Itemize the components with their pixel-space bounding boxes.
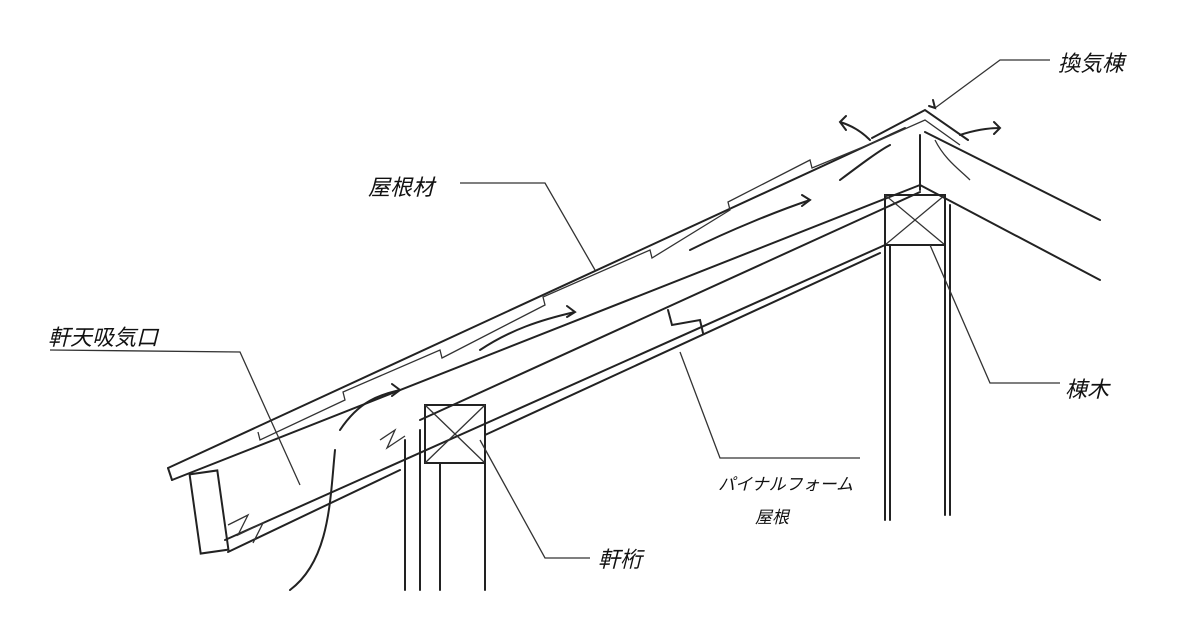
label-ridge-beam: 棟木	[1065, 378, 1110, 403]
ridge-beam	[884, 194, 951, 521]
roofing-plates	[257, 139, 881, 441]
label-insulation-line2: 屋根	[755, 508, 789, 528]
label-roofing: 屋根材	[368, 176, 435, 201]
eave-beam	[404, 404, 486, 591]
label-eave-beam: 軒桁	[598, 548, 643, 573]
leader-lines	[49, 59, 1060, 559]
eave-fascia	[188, 428, 406, 555]
ridge-vent	[871, 108, 969, 146]
label-soffit-intake: 軒天吸気口	[48, 326, 159, 351]
label-insulation-line1: パイナルフォーム	[718, 475, 854, 495]
airflow-arrows	[289, 115, 1002, 591]
roof-left-slope	[167, 127, 921, 553]
label-ridge-vent: 換気棟	[1058, 52, 1125, 77]
roof-right-slope	[919, 131, 1101, 281]
